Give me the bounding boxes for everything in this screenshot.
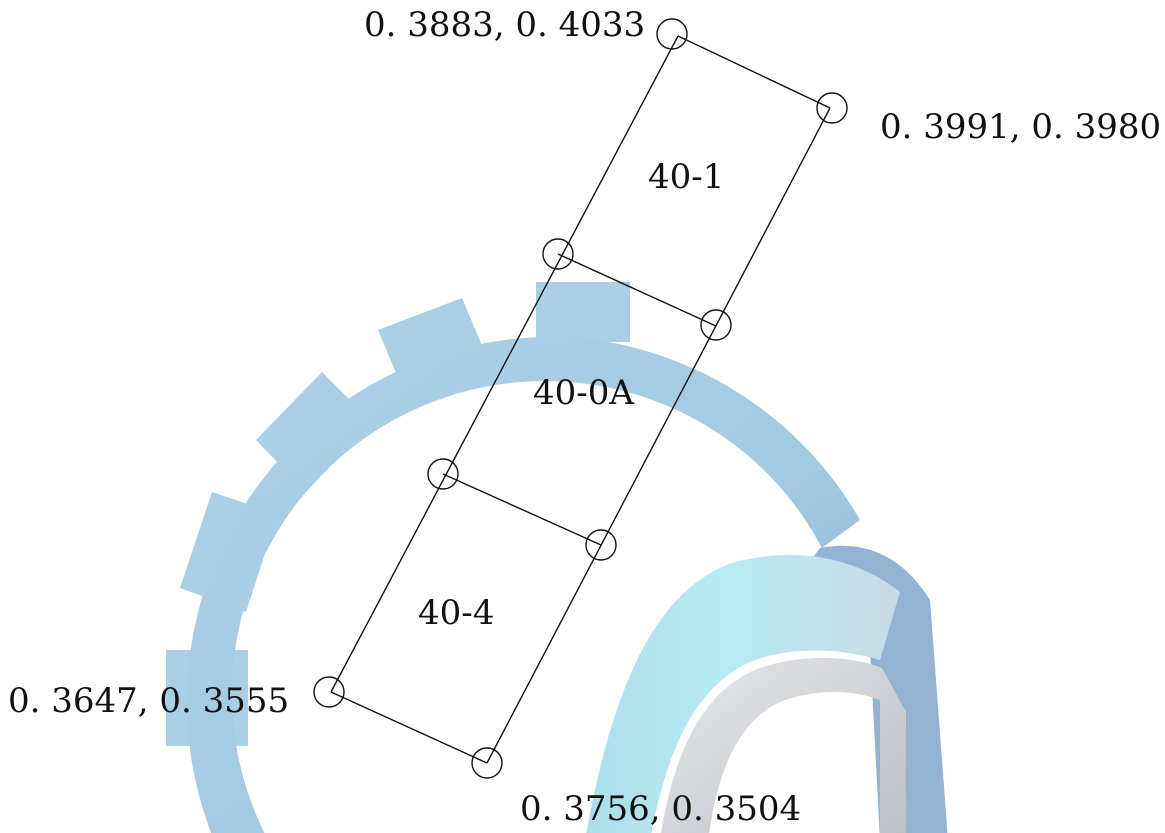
edge-top — [677, 35, 831, 109]
region-label-40-4: 40-4 — [418, 593, 494, 633]
vertex-marker — [585, 529, 617, 561]
region-label-40-0a: 40-0A — [533, 373, 634, 413]
vertex-marker — [542, 238, 574, 270]
corner-label-top-right: 0. 3991, 0. 3980 — [880, 107, 1161, 147]
silver-band-icon — [661, 657, 906, 833]
edge-left — [330, 35, 679, 693]
vertex-marker — [656, 18, 688, 50]
divider-lower — [442, 473, 602, 546]
corner-label-bottom-right: 0. 3756, 0. 3504 — [520, 789, 801, 829]
wave-shape-icon — [586, 554, 900, 833]
corner-label-top-left: 0. 3883, 0. 4033 — [364, 5, 645, 45]
edge-right — [486, 107, 831, 764]
vertex-marker — [700, 309, 732, 341]
vertex-marker — [816, 92, 848, 124]
divider-upper — [557, 253, 717, 327]
corner-label-bottom-left: 0. 3647, 0. 3555 — [8, 681, 289, 721]
outline-lines — [330, 35, 831, 764]
edge-bottom — [330, 691, 488, 764]
watermark-logo — [166, 282, 948, 833]
vertex-marker — [313, 676, 345, 708]
region-label-40-1: 40-1 — [648, 157, 724, 197]
vertex-markers — [313, 18, 848, 779]
vertex-marker — [427, 458, 459, 490]
vertex-marker — [471, 747, 503, 779]
